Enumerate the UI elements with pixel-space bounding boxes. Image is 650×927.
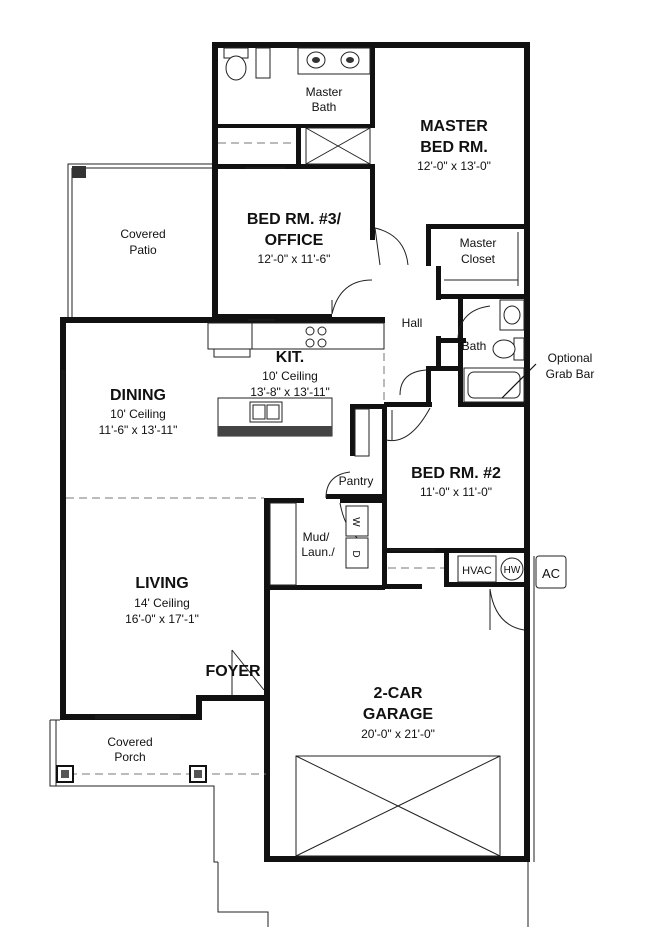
dashed-divisions (66, 142, 444, 569)
mud-laundry-label-1: Mud/ (303, 530, 330, 544)
bed3-size: 12'-0" x 11'-6" (258, 252, 331, 266)
bed3-label-2: OFFICE (265, 232, 324, 249)
mud-laundry-label-2: Laun./ (301, 545, 335, 559)
equipment-labels: HVAC HW AC W D (350, 517, 560, 581)
master-closet-label-1: Master (460, 236, 497, 250)
kitchen-label: KIT. (276, 349, 304, 366)
hw-label: HW (504, 565, 521, 576)
bath-label: Bath (462, 339, 487, 353)
site-lines (49, 556, 535, 927)
bed2-size: 11'-0" x 11'-0" (420, 485, 492, 499)
foyer-label: FOYER (205, 663, 261, 680)
covered-patio (67, 163, 212, 317)
master-bath-label-1: Master (306, 85, 343, 99)
living-label: LIVING (135, 575, 188, 592)
living-ceiling: 14' Ceiling (134, 596, 190, 610)
garage-size: 20'-0" x 21'-0" (361, 727, 435, 741)
hall-label: Hall (402, 316, 423, 330)
fixtures (207, 47, 567, 857)
pantry-label: Pantry (339, 474, 374, 488)
grab-bar-label-2: Grab Bar (546, 367, 595, 381)
garage-label-2: GARAGE (363, 706, 434, 723)
dryer-label: D (350, 550, 361, 557)
covered-patio-label-1: Covered (120, 227, 165, 241)
windows (61, 370, 435, 719)
master-bed-size: 12'-0" x 13'-0" (417, 159, 491, 173)
covered-porch (50, 719, 266, 786)
living-size: 16'-0" x 17'-1" (125, 612, 199, 626)
walls (60, 42, 530, 862)
garage-label-1: 2-CAR (374, 685, 423, 702)
grab-bar-label-1: Optional (548, 351, 593, 365)
ac-label: AC (542, 566, 560, 581)
kitchen-size: 13'-8" x 13'-11" (250, 385, 330, 399)
dining-size: 11'-6" x 13'-11" (99, 423, 178, 437)
master-bath-label-2: Bath (312, 100, 337, 114)
bed3-label-1: BED RM. #3/ (247, 211, 342, 228)
master-bed-label-2: BED RM. (420, 139, 488, 156)
covered-patio-label-2: Patio (129, 243, 157, 257)
bed2-label: BED RM. #2 (411, 465, 501, 482)
covered-porch-label-1: Covered (107, 735, 152, 749)
hvac-label: HVAC (462, 565, 492, 577)
room-labels: Master Bath MASTER BED RM. 12'-0" x 13'-… (99, 85, 595, 764)
kitchen-ceiling: 10' Ceiling (262, 369, 318, 383)
covered-porch-label-2: Porch (114, 750, 145, 764)
dining-ceiling: 10' Ceiling (110, 407, 166, 421)
washer-label: W (350, 517, 361, 527)
dining-label: DINING (110, 387, 166, 404)
master-closet-label-2: Closet (461, 252, 496, 266)
master-bed-label-1: MASTER (420, 118, 488, 135)
